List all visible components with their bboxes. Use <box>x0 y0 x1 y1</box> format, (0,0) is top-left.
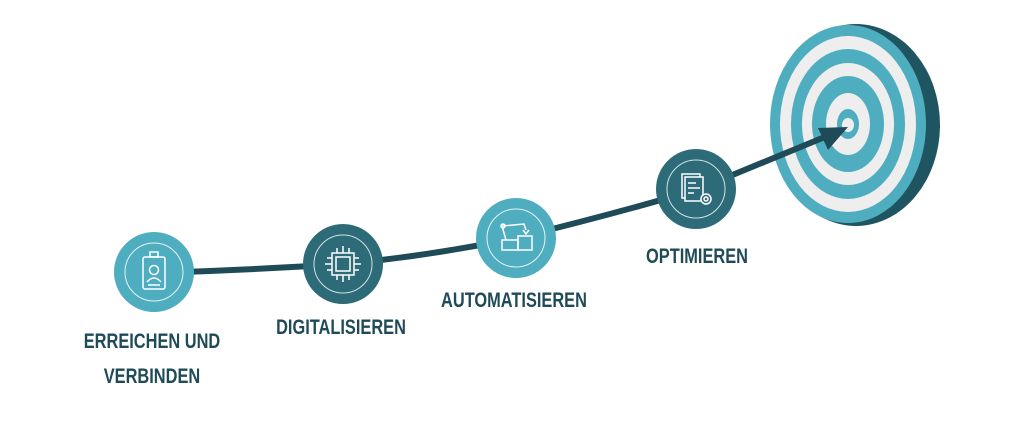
step-optimize <box>656 149 736 229</box>
worker-badge-icon <box>142 251 166 290</box>
chip-icon <box>325 246 361 282</box>
arrow-head-icon <box>818 127 848 150</box>
robot-arm-icon <box>500 223 533 251</box>
step-label: OPTIMIEREN <box>646 244 748 267</box>
target-icon <box>770 24 940 226</box>
step-label: VERBINDEN <box>104 364 200 387</box>
step-digitalize <box>303 224 383 304</box>
step-automate <box>476 198 556 278</box>
progress-path <box>154 131 834 276</box>
step-label: DIGITALISIEREN <box>276 315 406 338</box>
step-reach-connect <box>114 232 194 312</box>
step-label: ERREICHEN UND <box>84 329 220 352</box>
document-gear-icon <box>681 173 712 205</box>
step-label: AUTOMATISIEREN <box>441 288 587 311</box>
